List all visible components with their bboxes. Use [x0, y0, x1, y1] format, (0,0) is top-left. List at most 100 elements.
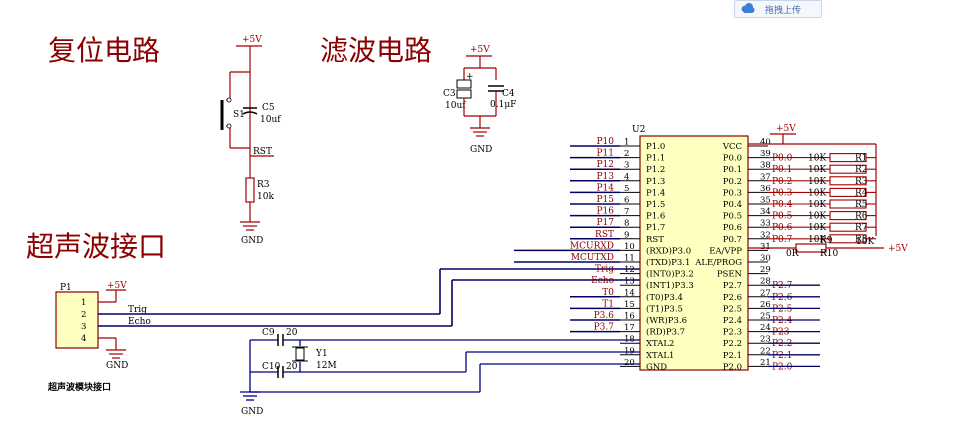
mcu-pin-name: P0.1 — [723, 165, 742, 175]
connector-pin-2: 2 — [81, 310, 86, 320]
filter-vcc-label: +5V — [470, 45, 490, 55]
mcu-pin-name: GND — [646, 362, 667, 372]
r9-vcc-label: +5V — [888, 244, 908, 254]
mcu-pin-name: (INT0)P3.2 — [646, 269, 694, 280]
reset-circuit: +5V S1 C5 10uf RST R3 10k GND — [220, 35, 281, 246]
mcu-net-label: P0.2 — [772, 177, 792, 187]
pullup-ref: R5 — [855, 200, 868, 210]
mcu-left-pin: 17(RD)P3.7P3.7 — [570, 323, 685, 338]
mcu-pin-number: 25 — [760, 312, 771, 322]
c9-label: C9 — [262, 328, 275, 338]
filter-circuit: +5V + C3 10uf C4 0.1μF GND — [443, 45, 516, 155]
mcu-net-label: P11 — [596, 149, 614, 159]
connector-p1: P1 1 2 3 4 +5V Trig Echo GND 超声波模块接口 — [47, 281, 452, 393]
mcu-pin-name: P2.1 — [723, 351, 742, 361]
mcu-net-label: P0.5 — [772, 212, 793, 222]
mcu-pin-name: P0.2 — [723, 177, 742, 187]
connector-pin-3: 3 — [81, 322, 86, 332]
connector-vcc-label: +5V — [107, 281, 127, 291]
mcu-pin-number: 1 — [624, 138, 629, 148]
connector-pin-1: 1 — [81, 298, 86, 308]
mcu-net-label: P17 — [596, 218, 614, 228]
mcu-pin-name: P1.2 — [646, 165, 665, 175]
pullup-common-value: 10K — [856, 237, 874, 247]
mcu-net-label: P2.2 — [772, 339, 792, 349]
mcu-pin-name: P1.5 — [646, 200, 665, 210]
mcu-net-label: T1 — [602, 299, 614, 309]
connector-pin-4: 4 — [81, 334, 86, 344]
mcu-pin-number: 18 — [624, 335, 635, 345]
mcu-net-label: P13 — [596, 172, 614, 182]
mcu-pin-name: RST — [646, 235, 664, 245]
connector-ref: P1 — [60, 283, 72, 293]
mcu-net-label: T0 — [602, 288, 614, 298]
mcu-net-label: P0.6 — [772, 223, 793, 233]
mcu-pin-name: XTAL2 — [646, 339, 674, 349]
mcu-net-label: Echo — [591, 276, 614, 286]
pullup-value: 10K — [808, 235, 826, 245]
mcu-pin-number: 4 — [624, 172, 629, 182]
mcu-pin-number: 8 — [624, 219, 629, 229]
mcu-ref: U2 — [632, 125, 645, 135]
pullup-value: 10K — [808, 177, 826, 187]
mcu-pin-name: P1.6 — [646, 212, 665, 222]
mcu-pin-number: 26 — [760, 300, 771, 310]
mcu-net-label: P0.0 — [772, 154, 793, 164]
mcu-pin-name: P1.4 — [646, 188, 665, 198]
mcu-pin-number: 39 — [760, 149, 771, 159]
connector-trig-label: Trig — [128, 305, 147, 315]
title-reset: 复位电路 — [48, 34, 160, 67]
mcu-pin-name: P2.2 — [723, 339, 742, 349]
mcu-pin-name: (WR)P3.6 — [646, 315, 687, 326]
upload-button[interactable]: 拖拽上传 — [734, 0, 822, 18]
mcu-net-label: P0.4 — [772, 200, 793, 210]
mcu-pin-name: P1.3 — [646, 177, 665, 187]
reset-cap-value: 10uf — [260, 115, 281, 125]
mcu-net-label: P23 — [772, 328, 790, 338]
mcu-net-label: P0.1 — [772, 165, 792, 175]
mcu-pin-name: VCC — [722, 142, 742, 152]
crystal-circuit: C9 20 C10 20 Y1 12M GND — [240, 328, 640, 417]
pullup-ref: R3 — [855, 177, 868, 187]
pullup-resistor: 10K R3 — [768, 176, 876, 187]
filter-c4-label: C4 — [502, 89, 515, 99]
mcu-pin-name: PSEN — [717, 270, 743, 280]
mcu-pin-number: 9 — [624, 230, 629, 240]
mcu-net-label: P16 — [596, 207, 614, 217]
mcu-net-label: P3.6 — [594, 311, 615, 321]
mcu-vcc-label: +5V — [776, 124, 796, 134]
mcu-pin-number: 3 — [624, 161, 629, 171]
mcu-pin-number: 6 — [624, 196, 629, 206]
mcu-pin-name: P0.7 — [723, 235, 742, 245]
mcu-pin-name: P0.3 — [723, 188, 742, 198]
mcu-net-label: RST — [595, 230, 614, 240]
mcu-pin-name: ALE/PROG — [694, 258, 742, 268]
mcu-net-label: P2.6 — [772, 293, 793, 303]
reset-res-label: R3 — [257, 180, 270, 190]
mcu-pin-name: P1.7 — [646, 223, 665, 233]
mcu-pin-number: 24 — [760, 323, 771, 333]
mcu-net-label: P12 — [596, 160, 614, 170]
filter-c3-value: 10uf — [445, 101, 466, 111]
mcu-pin-number: 30 — [760, 254, 771, 264]
mcu-pin-number: 32 — [760, 230, 771, 240]
mcu-pin-name: P2.0 — [723, 362, 742, 372]
